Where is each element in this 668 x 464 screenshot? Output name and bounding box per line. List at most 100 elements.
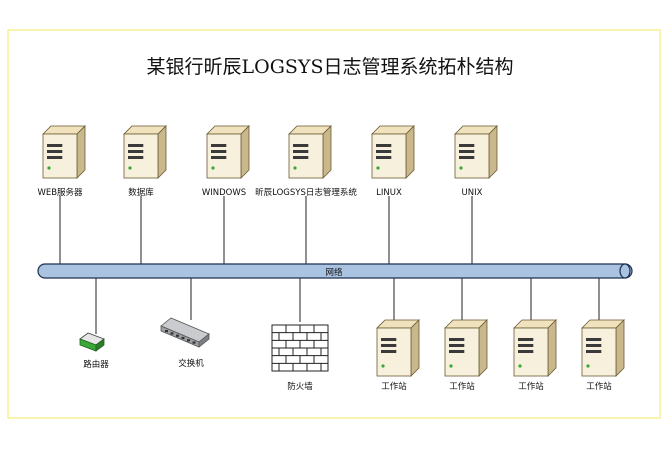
top-servers: WEB服务器 数据库 WINDOWS 昕辰LOGSYS日志管理系统 LINUX UNIX: [37, 125, 498, 264]
power-led: [376, 166, 380, 170]
bottom-device-node: 工作站: [376, 278, 420, 392]
drive-bay: [518, 344, 534, 347]
device-label: 工作站: [381, 381, 407, 392]
top-server-node: 数据库: [123, 125, 167, 264]
drive-bay: [449, 338, 465, 341]
drive-bay: [128, 150, 144, 153]
bottom-device-node: 工作站: [513, 278, 557, 392]
drive-bay: [586, 338, 602, 341]
drive-bay: [449, 350, 465, 353]
server-icon: [206, 125, 250, 179]
server-icon: [376, 319, 420, 377]
top-server-node: WEB服务器: [37, 125, 86, 264]
power-led: [47, 166, 51, 170]
server-label: 数据库: [128, 187, 154, 198]
drive-bay: [381, 344, 397, 347]
top-server-node: UNIX: [454, 125, 498, 264]
drive-bay: [376, 150, 392, 153]
server-icon: [371, 125, 415, 179]
drive-bay: [518, 350, 534, 353]
device-label: 工作站: [518, 381, 544, 392]
bottom-device-node: 交换机: [160, 278, 210, 369]
drive-bay: [586, 344, 602, 347]
firewall-icon: [271, 324, 329, 372]
drive-bay: [449, 344, 465, 347]
server-icon: [42, 125, 86, 179]
device-label: 路由器: [83, 359, 109, 370]
switch-side: [198, 333, 210, 348]
server-side: [478, 319, 488, 377]
server-label: UNIX: [462, 188, 483, 198]
switch-port: [176, 334, 179, 337]
switch-port: [192, 341, 196, 344]
device-label: 工作站: [449, 381, 475, 392]
router-icon: [79, 332, 105, 352]
drive-bay: [376, 156, 392, 159]
device-label: 交换机: [178, 358, 204, 369]
device-label: 工作站: [586, 381, 612, 392]
drive-bay: [293, 150, 309, 153]
drive-bay: [586, 350, 602, 353]
bottom-devices: 路由器 交换机 防火墙工作站 工作站 工作站 工作站: [79, 278, 625, 392]
server-label: 昕辰LOGSYS日志管理系统: [255, 187, 357, 198]
server-label: WEB服务器: [37, 187, 83, 198]
server-icon: [288, 125, 332, 179]
bottom-device-node: 工作站: [581, 278, 625, 392]
drive-bay: [459, 144, 475, 147]
router-side: [95, 338, 105, 352]
switch-icon: [160, 317, 210, 348]
server-side: [157, 125, 167, 179]
power-led: [518, 364, 522, 368]
top-server-node: 昕辰LOGSYS日志管理系统: [255, 125, 357, 264]
diagram-title: 某银行昕辰LOGSYS日志管理系统拓朴结构: [147, 56, 514, 78]
power-led: [586, 364, 590, 368]
server-icon: [581, 319, 625, 377]
bottom-device-node: 路由器: [79, 278, 109, 370]
power-led: [211, 166, 215, 170]
drive-bay: [47, 156, 63, 159]
drive-bay: [459, 156, 475, 159]
network-bus-end-cap: [619, 263, 631, 279]
server-side: [405, 125, 415, 179]
bottom-device-node: 工作站: [444, 278, 488, 392]
server-side: [76, 125, 86, 179]
server-side: [322, 125, 332, 179]
server-icon: [123, 125, 167, 179]
drive-bay: [128, 144, 144, 147]
network-bus: 网络: [37, 263, 633, 279]
switch-port: [181, 336, 185, 340]
network-bus-pipe: [37, 263, 633, 279]
server-icon: [444, 319, 488, 377]
server-side: [615, 319, 625, 377]
drive-bay: [381, 350, 397, 353]
power-led: [381, 364, 385, 368]
drive-bay: [211, 150, 227, 153]
power-led: [459, 166, 463, 170]
drive-bay: [381, 338, 397, 341]
power-led: [128, 166, 132, 170]
server-label: LINUX: [376, 188, 402, 198]
bottom-device-node: 防火墙: [271, 278, 329, 392]
switch-port: [187, 339, 190, 342]
drive-bay: [518, 338, 534, 341]
server-side: [488, 125, 498, 179]
drive-bay: [459, 150, 475, 153]
server-label: WINDOWS: [202, 188, 246, 198]
drive-bay: [128, 156, 144, 159]
drive-bay: [47, 144, 63, 147]
drive-bay: [293, 156, 309, 159]
switch-port: [170, 332, 174, 335]
server-icon: [454, 125, 498, 179]
switch-port: [165, 330, 168, 333]
drive-bay: [47, 150, 63, 153]
drive-bay: [211, 156, 227, 159]
server-side: [240, 125, 250, 179]
diagram-frame: [7, 29, 661, 419]
network-label: 网络: [325, 267, 343, 278]
top-server-node: LINUX: [371, 125, 415, 264]
drive-bay: [376, 144, 392, 147]
drive-bay: [211, 144, 227, 147]
top-server-node: WINDOWS: [202, 125, 250, 264]
power-led: [449, 364, 453, 368]
